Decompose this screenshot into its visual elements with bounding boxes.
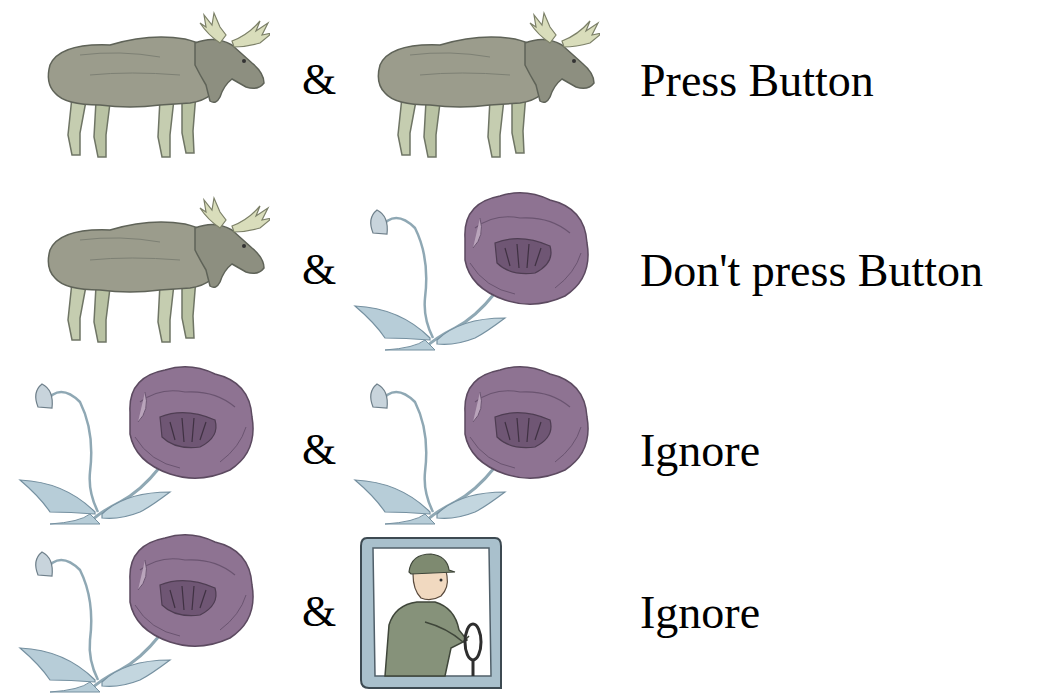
response-label: Don't press Button [640,248,983,294]
driver-image [361,538,501,688]
flower-image [355,367,588,524]
moose-image [378,13,602,157]
response-label: Ignore [640,590,760,636]
ampersand: & [302,428,336,472]
ampersand: & [302,590,336,634]
flower-image [20,535,253,692]
moose-image [48,13,272,157]
ampersand: & [302,248,336,292]
flower-image [355,193,588,350]
ampersand: & [302,58,336,102]
moose-image [48,198,272,342]
response-label: Press Button [640,58,874,104]
response-label: Ignore [640,428,760,474]
flower-image [20,367,253,524]
